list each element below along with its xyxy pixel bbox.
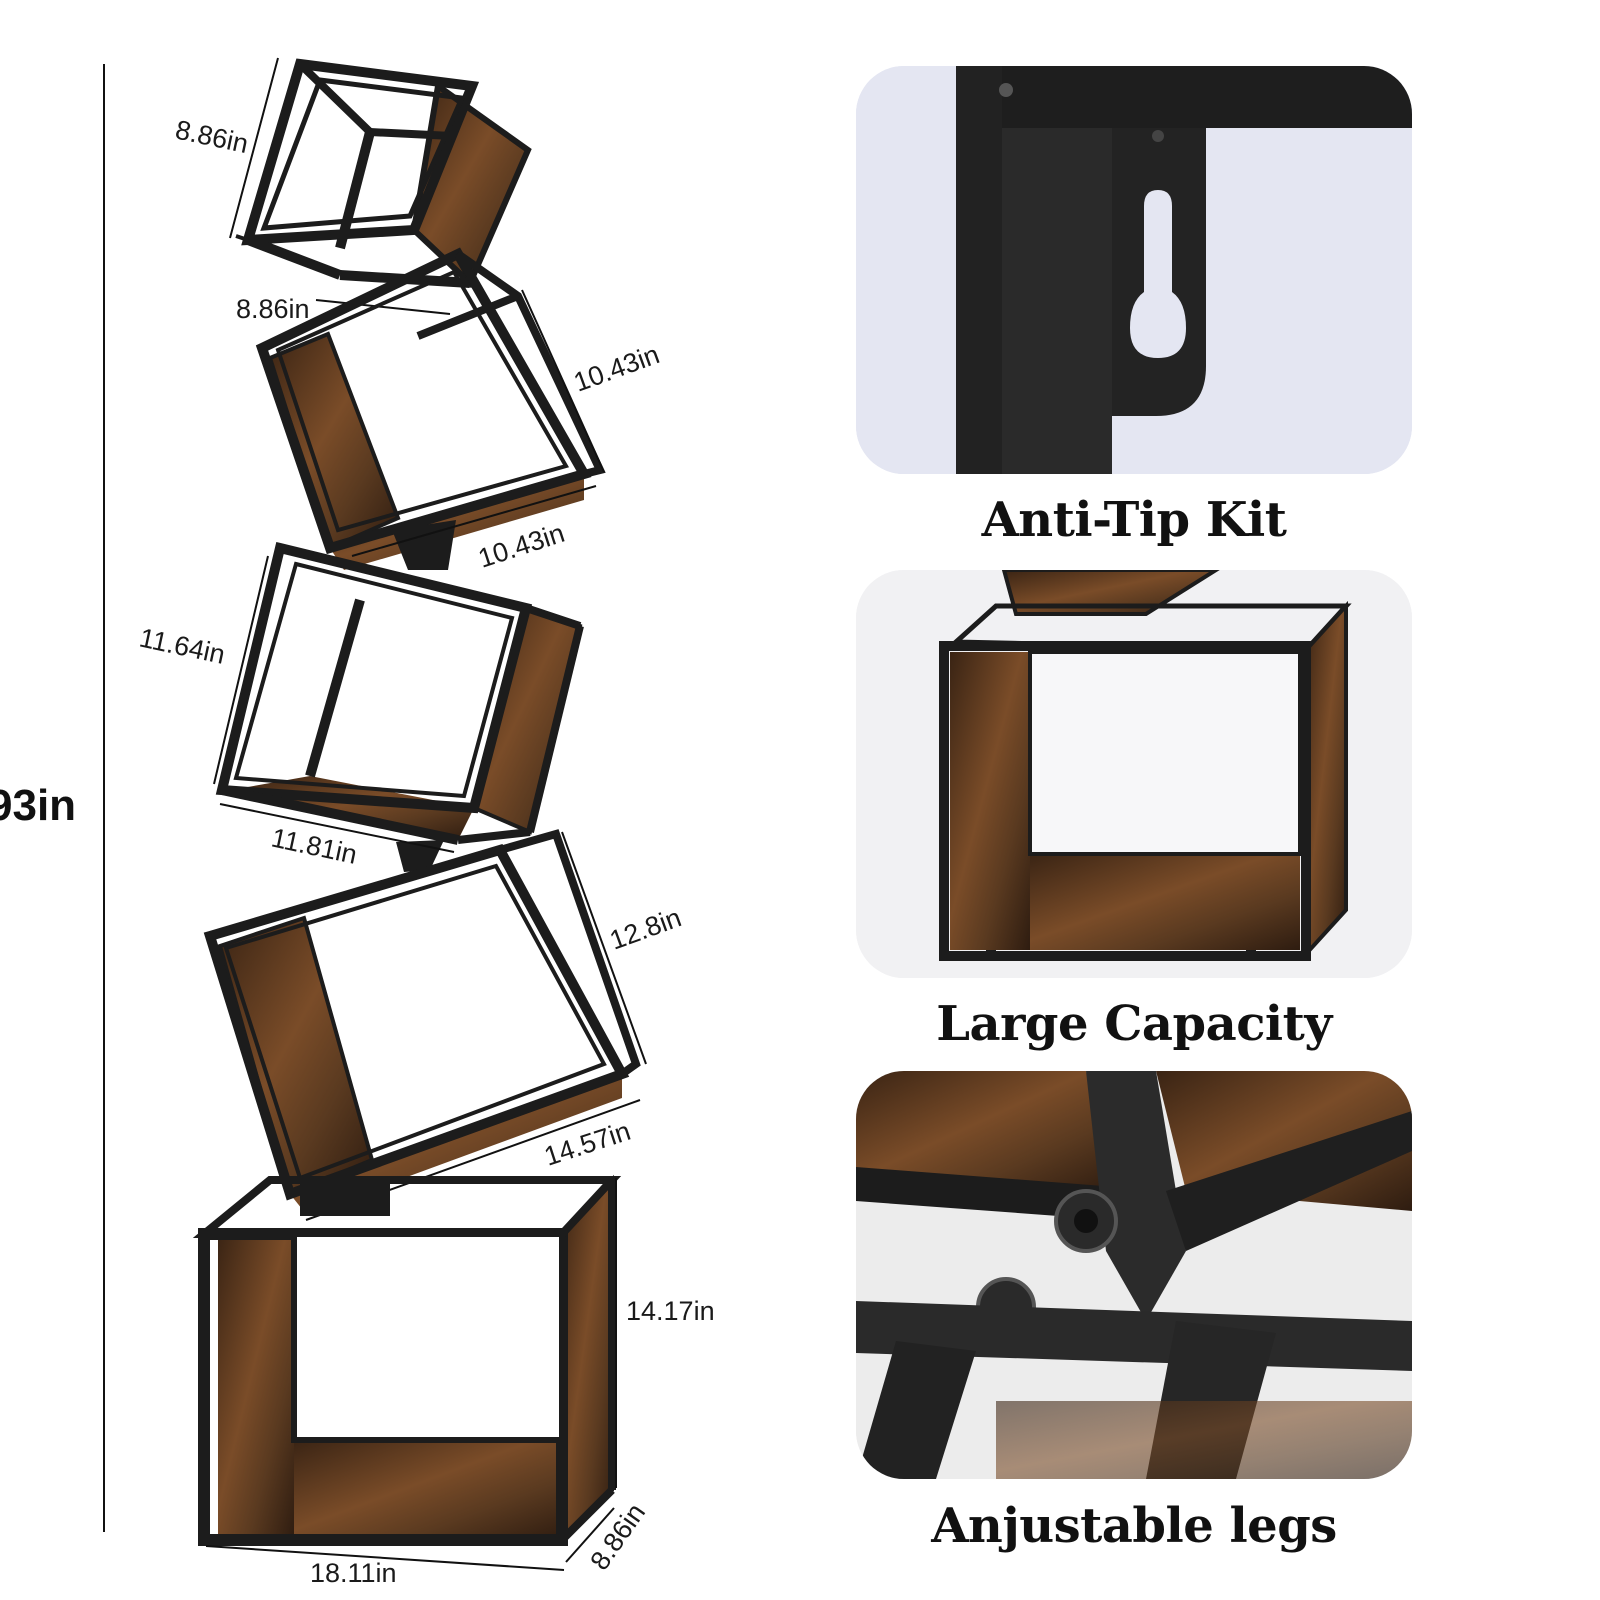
- cube3-height-line: [213, 555, 269, 785]
- anti-tip-kit-caption: Anti-Tip Kit: [981, 492, 1287, 548]
- cube1-width-line: [315, 299, 451, 315]
- cube-5: [192, 1174, 622, 1546]
- cube1-depth-label: 8.86in: [173, 115, 251, 160]
- cube5-depth-line: [565, 1507, 615, 1563]
- cube3-width-line: [219, 803, 455, 853]
- cube2-width-line: [351, 485, 597, 557]
- cube2-height-line: [521, 289, 605, 473]
- cube4-height-line: [561, 831, 647, 1065]
- anti-tip-kit-photo: [856, 66, 1412, 474]
- cube3-height-label: 11.64in: [137, 623, 228, 670]
- cube1-width-label: 8.86in: [236, 294, 310, 324]
- cube5-width-label: 18.11in: [310, 1558, 397, 1588]
- cube2-height-label: 10.43in: [570, 339, 664, 397]
- total-height-label: 93in: [0, 781, 76, 830]
- adjustable-legs-photo: [856, 1071, 1412, 1479]
- cube4-width-label: 14.57in: [541, 1116, 635, 1172]
- cube-2: [255, 247, 606, 570]
- large-capacity-caption: Large Capacity: [936, 996, 1332, 1052]
- large-capacity-photo: [856, 570, 1412, 978]
- cube4-height-label: 12.8in: [606, 902, 685, 955]
- adjustable-legs-caption: Anjustable legs: [931, 1498, 1337, 1554]
- cube5-height-label: 14.17in: [626, 1296, 715, 1326]
- cube1-depth-line: [229, 57, 279, 239]
- cube5-width-line: [205, 1545, 565, 1571]
- cube-1: [235, 58, 532, 289]
- cube-3: [215, 541, 584, 872]
